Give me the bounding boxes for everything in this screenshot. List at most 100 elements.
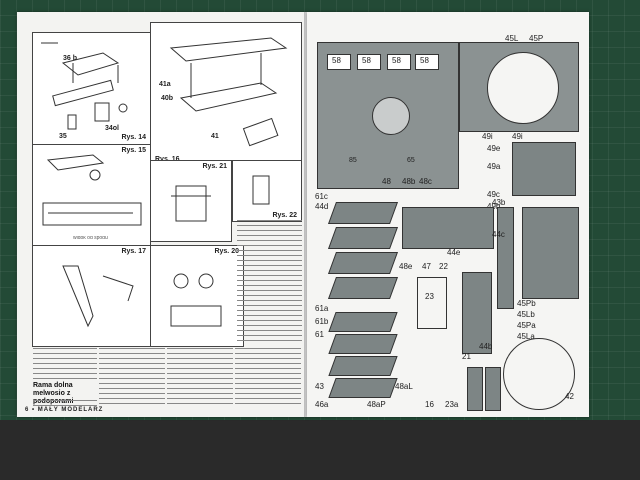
part-label: 36 b — [63, 55, 78, 62]
part-label: 46a — [315, 400, 329, 409]
part-label: 49i — [512, 132, 523, 141]
text-column-3 — [33, 400, 97, 408]
part-label: 21 — [462, 352, 471, 361]
part-label: 44b — [479, 342, 493, 351]
cutout-part — [387, 54, 411, 70]
figure-16-label: Rys. 16 — [155, 156, 180, 163]
cutout-part — [357, 54, 381, 70]
figure-20-label: Rys. 20 — [214, 248, 239, 255]
part-label: 45L — [505, 34, 519, 43]
figure-21-drawing — [171, 185, 211, 222]
figure-22: Rys. 22 — [232, 160, 302, 222]
part-label: 49i — [482, 132, 493, 141]
part-label: 45La — [517, 332, 535, 341]
figure-20-drawing — [170, 273, 222, 327]
magazine-left-page: Rys. 14 36 b 35 34ol Rys. 16 41a 40b 41 … — [17, 12, 307, 417]
part-label: 48b — [402, 177, 416, 186]
figure-16: Rys. 16 41a 40b 41 — [150, 22, 302, 163]
part-label: 47 — [422, 262, 431, 271]
cutout-part — [417, 277, 447, 329]
part-label: 45Pb — [517, 299, 536, 308]
page-footer: 6 • MAŁY MODELARZ — [25, 407, 104, 413]
figure-15-caption: widok od spodu — [73, 236, 108, 241]
text-column-5 — [167, 348, 233, 408]
figure-14: Rys. 14 36 b 35 34ol — [32, 32, 151, 146]
figure-20: Rys. 20 — [150, 245, 244, 347]
cutout-part — [497, 207, 514, 309]
part-label: 85 — [349, 157, 357, 164]
part-label: 48aL — [395, 382, 413, 391]
part-label: 22 — [439, 262, 448, 271]
cutout-part — [328, 334, 398, 354]
figure-15: Rys. 15 widok od spodu — [32, 144, 151, 246]
part-label: 41 — [211, 133, 219, 140]
part-label: 61 — [315, 330, 324, 339]
cutout-part — [328, 356, 398, 376]
part-label: 65 — [407, 157, 415, 164]
magazine-right-page: 58 58 58 58 85 65 48 48b 48c 45L 45P 49i… — [307, 12, 589, 417]
text-column-1 — [237, 220, 302, 345]
part-label: 48 — [382, 177, 391, 186]
cutout-part — [462, 272, 492, 354]
part-label: 44d — [315, 202, 329, 211]
part-label: 49a — [487, 162, 501, 171]
part-label: 58 — [332, 56, 341, 65]
figure-22-label: Rys. 22 — [272, 212, 297, 219]
cutout-part — [328, 378, 398, 398]
figure-22-drawing — [252, 175, 270, 205]
cutout-part — [327, 277, 399, 299]
part-label: 40b — [161, 95, 174, 102]
cutout-part — [327, 54, 351, 70]
figure-17-drawing — [62, 265, 134, 328]
figure-17: Rys. 17 — [32, 245, 151, 347]
round-part — [503, 338, 575, 410]
part-label: 35 — [59, 133, 67, 140]
part-label: 61b — [315, 317, 329, 326]
part-label: 58 — [392, 56, 401, 65]
round-part — [487, 52, 559, 124]
table-surface — [0, 420, 640, 480]
part-label: 23a — [445, 400, 459, 409]
figure-21: Rys. 21 — [150, 160, 232, 242]
part-label: 41a — [159, 81, 171, 88]
part-label: 23 — [425, 292, 434, 301]
figure-21-label: Rys. 21 — [202, 163, 227, 170]
part-label: 48c — [419, 177, 432, 186]
part-label: 44e — [447, 248, 461, 257]
figure-15-label: Rys. 15 — [121, 147, 146, 154]
part-label: 16 — [425, 400, 434, 409]
part-label: 49c — [487, 190, 500, 199]
part-label: 61c — [315, 192, 328, 201]
cutout-part — [415, 54, 439, 70]
cutout-part — [327, 252, 399, 274]
cutout-part — [522, 207, 579, 299]
part-label: 45Lb — [517, 310, 535, 319]
cutout-part — [328, 312, 398, 332]
cutout-part — [327, 227, 399, 249]
part-label: 61a — [315, 304, 329, 313]
part-label: 45Pa — [517, 321, 536, 330]
part-label: 48aP — [367, 400, 386, 409]
cutout-part — [327, 202, 399, 224]
cutout-part — [467, 367, 483, 411]
part-label: 49e — [487, 144, 501, 153]
part-label: 49b — [487, 202, 500, 211]
part-label: 42 — [565, 392, 574, 401]
part-label: 45P — [529, 34, 544, 43]
figure-16-drawing — [169, 37, 288, 147]
part-label: 48e — [399, 262, 413, 271]
text-column-2 — [33, 348, 97, 380]
text-column-6 — [235, 348, 301, 408]
cutout-part — [485, 367, 501, 411]
part-label: 58 — [362, 56, 371, 65]
text-column-4 — [99, 348, 165, 408]
part-label: 34ol — [105, 125, 120, 132]
part-label: 43 — [315, 382, 324, 391]
part-label: 43b — [492, 198, 506, 207]
cutout-part — [512, 142, 576, 196]
part-label: 44c — [492, 230, 505, 239]
figure-17-label: Rys. 17 — [121, 248, 146, 255]
figure-14-drawing — [41, 42, 128, 130]
hatch-circle — [372, 97, 410, 135]
cutout-part — [402, 207, 494, 249]
